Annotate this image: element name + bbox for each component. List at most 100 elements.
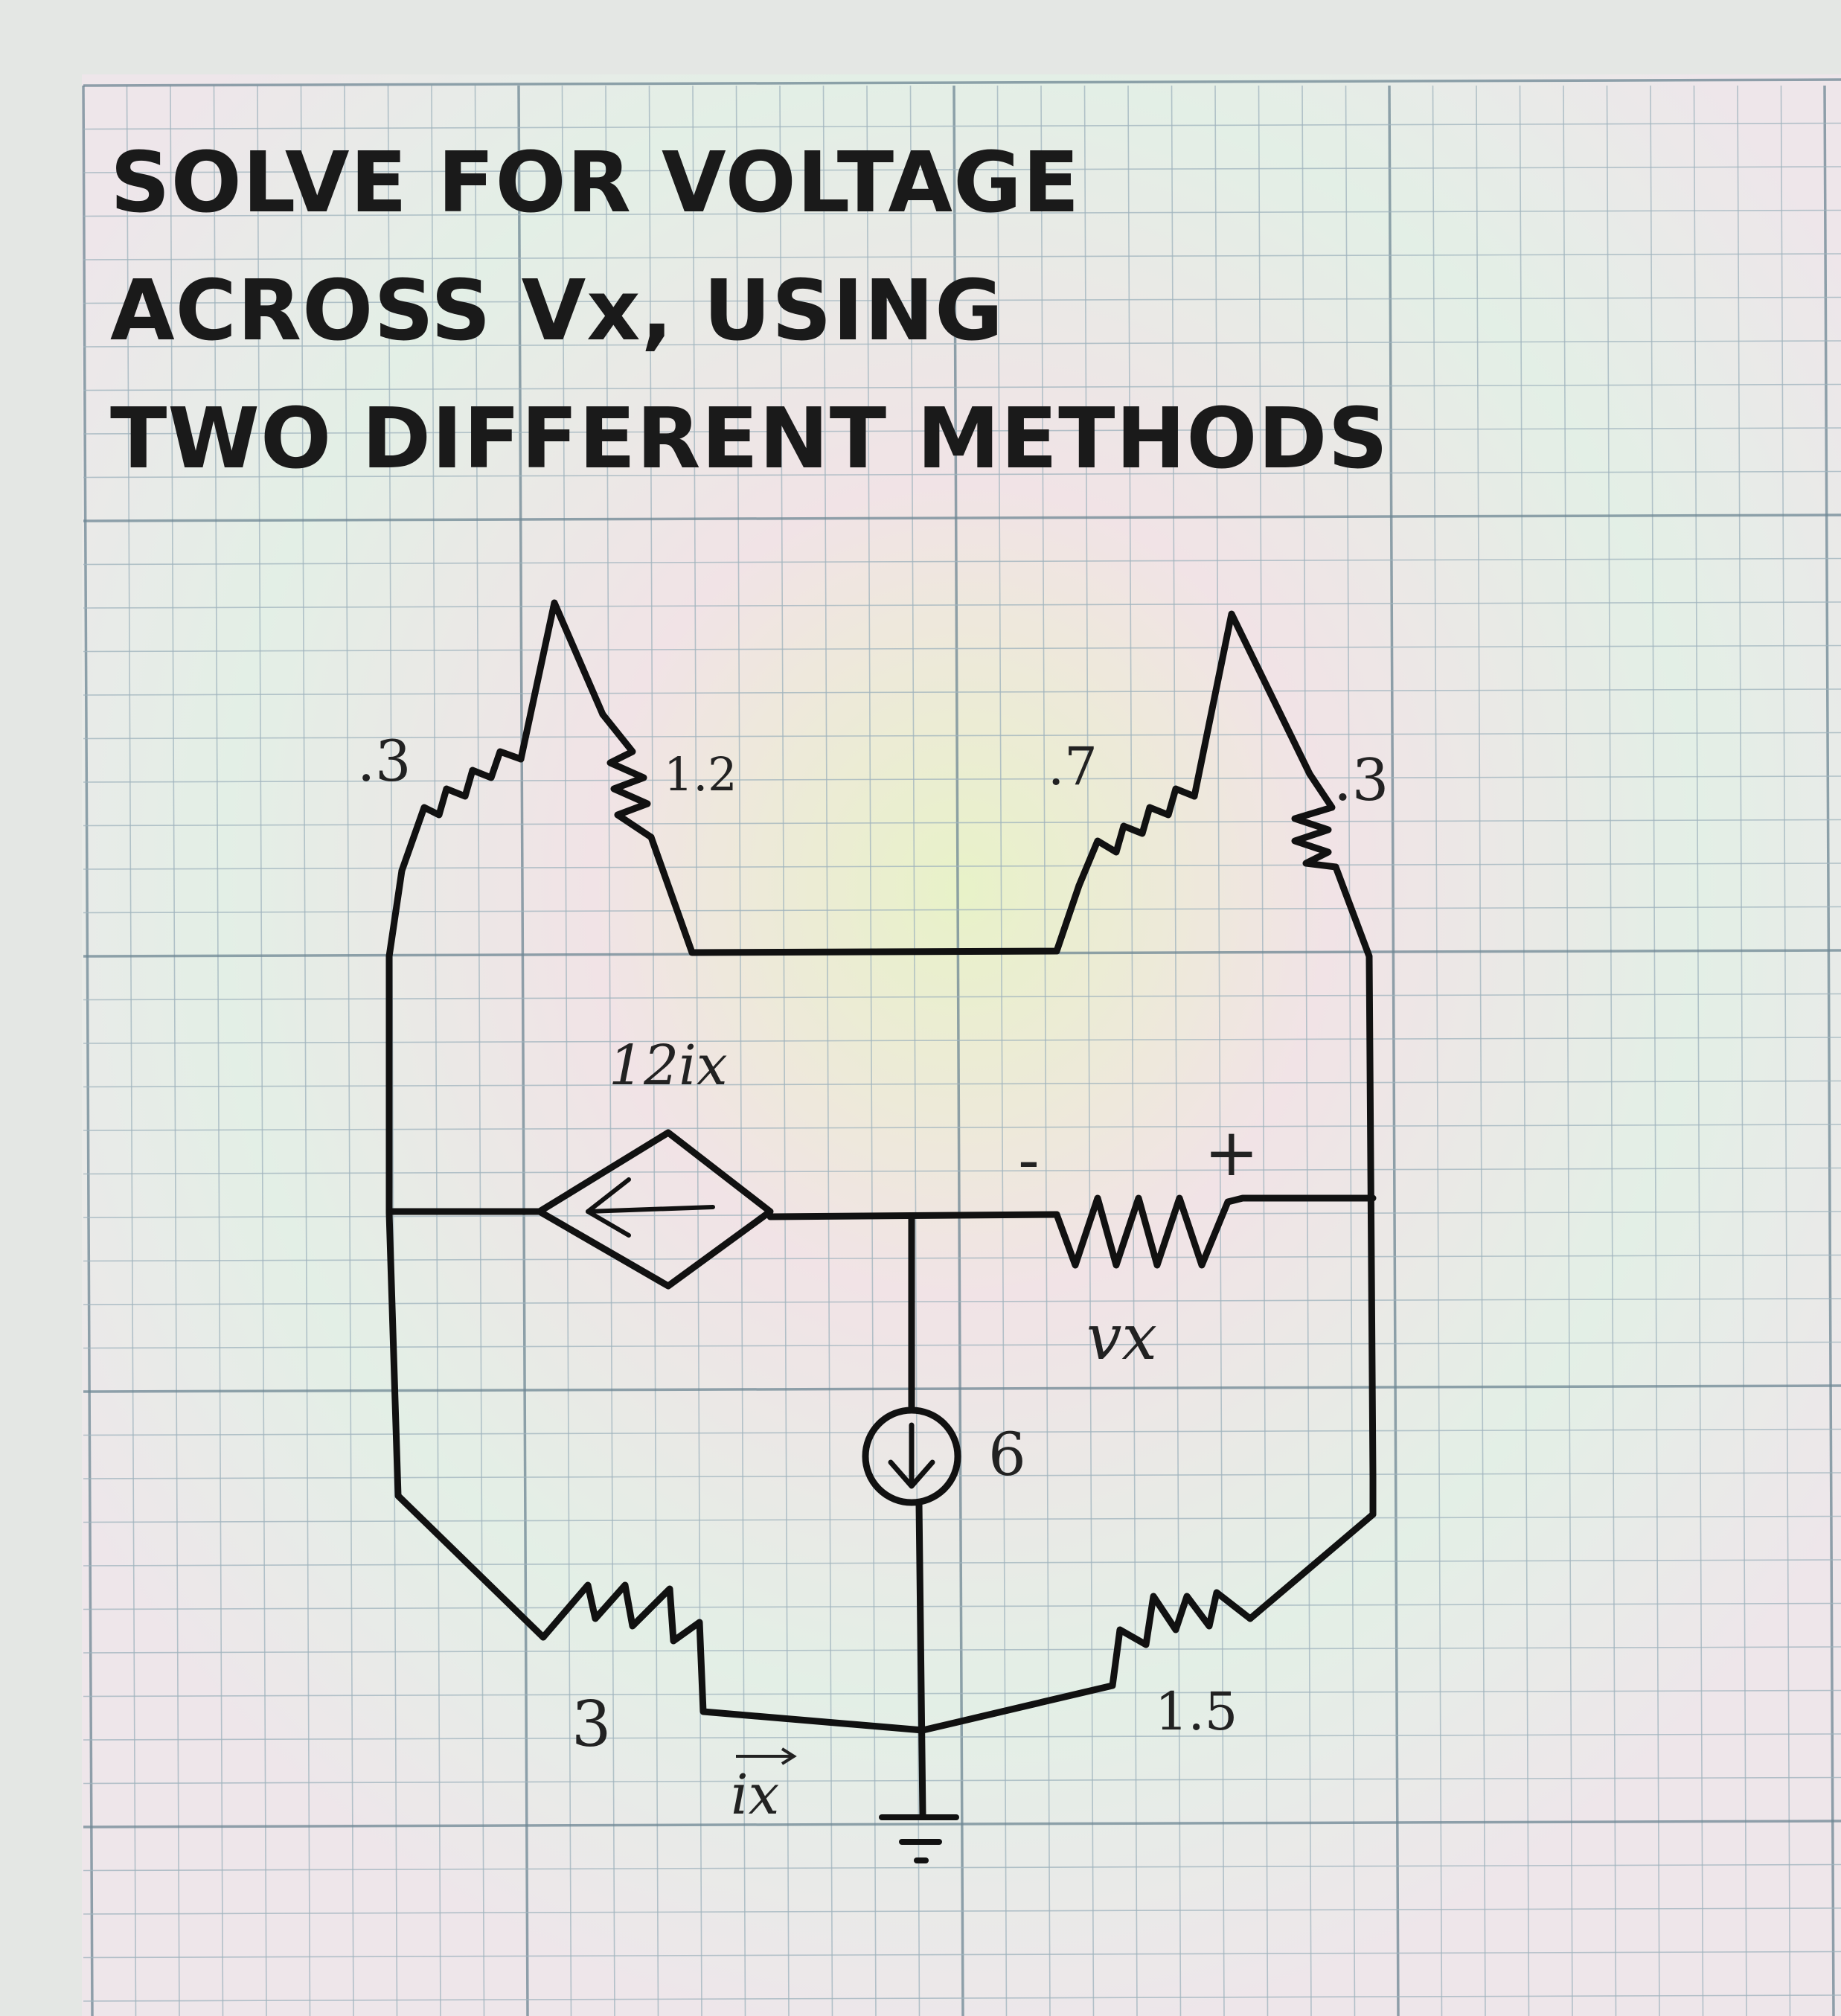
resistor-bottom-right — [919, 1589, 1254, 1734]
grid-line-horizontal — [83, 166, 1841, 173]
grid-line-horizontal — [83, 1559, 1841, 1567]
grid-line-vertical — [1823, 85, 1835, 2016]
grid-line-horizontal — [83, 1254, 1841, 1262]
grid-line-vertical — [257, 85, 267, 2016]
problem-line-3: TWO DIFFERENT METHODS — [110, 391, 1389, 487]
grid-line-vertical — [996, 85, 1008, 2016]
grid-line-horizontal — [83, 1820, 1841, 1828]
left-wire — [385, 867, 406, 1217]
grid-line-horizontal — [83, 122, 1841, 130]
grid-line-horizontal — [83, 1646, 1841, 1654]
current-source-arrow-head — [888, 1459, 935, 1489]
grid-line-vertical — [1388, 85, 1400, 2016]
grid-line-vertical — [1563, 85, 1573, 2016]
label-resistor-top-right-inner: .7 — [1048, 736, 1098, 797]
grid-line-vertical — [1650, 85, 1660, 2016]
grid-line-horizontal — [83, 1428, 1841, 1436]
circuit-wires — [385, 599, 1377, 1863]
grid-line-horizontal — [83, 209, 1841, 217]
right-peak-wire — [1191, 610, 1313, 800]
grid-line-vertical — [82, 85, 94, 2016]
grid-line-vertical — [300, 85, 311, 2016]
resistor-left-outer — [398, 748, 525, 874]
grid-line-horizontal — [83, 1124, 1841, 1131]
grid-line-horizontal — [83, 1994, 1841, 2002]
grid-line-horizontal — [83, 1515, 1841, 1523]
top-middle-wire — [647, 833, 1083, 956]
grid-line-vertical — [1737, 85, 1747, 2016]
grid-line-horizontal — [83, 1951, 1841, 1959]
vx-resistor — [1053, 1194, 1377, 1269]
grid-line-horizontal — [83, 688, 1841, 696]
bottom-right-wire — [1246, 1473, 1377, 1622]
problem-line-1: SOLVE FOR VOLTAGE — [110, 135, 1080, 231]
resistor-right-outer — [1291, 770, 1339, 871]
grid-line-horizontal — [83, 340, 1841, 348]
grid-line-vertical — [213, 85, 224, 2016]
grid-line-vertical — [1432, 85, 1443, 2016]
grid-line-vertical — [126, 85, 137, 2016]
grid-line-horizontal — [83, 253, 1841, 260]
label-vx-plus: + — [1204, 1114, 1259, 1191]
grid-line-vertical — [1127, 85, 1138, 2016]
label-resistor-bottom-left: 3 — [571, 1688, 612, 1761]
grid-line-vertical — [1301, 85, 1312, 2016]
grid-line-horizontal — [83, 1602, 1841, 1610]
grid-line-horizontal — [83, 470, 1841, 479]
grid-line-vertical — [517, 85, 529, 2016]
resistor-bottom-left — [540, 1581, 926, 1734]
dependent-source-diamond — [536, 1129, 774, 1290]
grid-line-horizontal — [83, 819, 1841, 827]
grid-line-horizontal — [83, 775, 1841, 783]
grid-line-vertical — [431, 85, 441, 2016]
label-dependent-source: 12ix — [609, 1034, 728, 1098]
grid-line-vertical — [1780, 85, 1791, 2016]
problem-line-2: ACROSS Vx, USING — [110, 263, 1005, 359]
grid-line-vertical — [1214, 85, 1225, 2016]
grid-line-horizontal — [83, 1384, 1841, 1393]
current-source-circle — [862, 1407, 961, 1506]
grid-line-horizontal — [83, 732, 1841, 740]
bottom-left-wire — [385, 1209, 547, 1641]
label-resistor-top-right-outer: .3 — [1333, 747, 1389, 814]
dependent-source-arrow-head — [586, 1177, 631, 1238]
grid-line-vertical — [1693, 85, 1704, 2016]
label-current-source: 6 — [988, 1420, 1026, 1489]
grid-line-horizontal — [83, 1472, 1841, 1479]
grid-line-horizontal — [83, 1776, 1841, 1785]
grid-line-horizontal — [83, 296, 1841, 304]
problem-statement: SOLVE FOR VOLTAGE ACROSS Vx, USING TWO D… — [110, 119, 1389, 503]
grid-line-horizontal — [83, 1689, 1841, 1697]
grid-line-horizontal — [83, 78, 1841, 87]
current-ix-arrow-icon — [736, 1747, 797, 1765]
grid-lines — [82, 78, 1841, 2016]
grid-line-vertical — [909, 85, 920, 2016]
grid-line-vertical — [1171, 85, 1182, 2016]
grid-line-horizontal — [83, 1298, 1841, 1305]
grid-line-vertical — [1040, 85, 1051, 2016]
label-resistor-top-left-outer: .3 — [357, 728, 412, 794]
label-vx-minus: - — [1018, 1126, 1040, 1195]
grid-line-horizontal — [83, 993, 1841, 1001]
grid-line-horizontal — [83, 863, 1841, 870]
left-peak-wire — [517, 599, 606, 763]
grid-line-vertical — [474, 85, 485, 2016]
label-resistor-bottom-right: 1.5 — [1155, 1681, 1238, 1742]
ground-wire — [915, 1500, 926, 1820]
grid-line-vertical — [1519, 85, 1530, 2016]
resistor-left-inner — [599, 711, 655, 841]
grid-line-horizontal — [83, 1080, 1841, 1088]
grid-line-vertical — [952, 85, 964, 2016]
grid-line-vertical — [1083, 85, 1095, 2016]
grid-line-horizontal — [83, 644, 1841, 653]
grid-line-horizontal — [83, 1863, 1841, 1872]
grid-line-vertical — [1476, 85, 1486, 2016]
label-resistor-top-left-inner: 1.2 — [664, 747, 737, 801]
grid-line-vertical — [344, 85, 354, 2016]
label-vx: vx — [1086, 1301, 1157, 1374]
grid-line-horizontal — [83, 1733, 1841, 1741]
grid-line-vertical — [170, 85, 180, 2016]
grid-line-horizontal — [83, 427, 1841, 435]
grid-line-horizontal — [83, 906, 1841, 914]
grid-line-vertical — [1606, 85, 1617, 2016]
